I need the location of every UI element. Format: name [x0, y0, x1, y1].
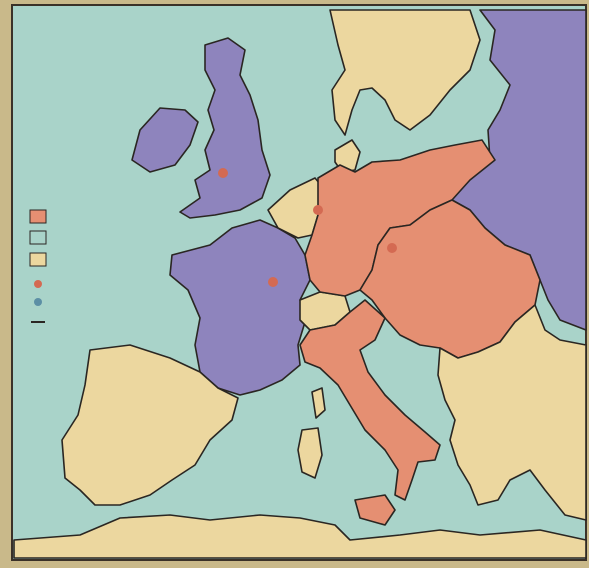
legend-swatch-entente [29, 230, 47, 245]
region-balkans [437, 304, 587, 521]
region-iberia [61, 344, 239, 506]
region-sicily [354, 494, 396, 526]
legend-swatch-neutral [29, 252, 47, 267]
region-scandinavia [329, 9, 481, 136]
region-corsica [311, 387, 326, 419]
region-britain [179, 37, 271, 219]
region-italy [299, 299, 441, 501]
legend-city-icon [34, 298, 42, 306]
legend-swatch-alliance [29, 209, 47, 224]
region-north-africa [13, 514, 587, 559]
capital-paris [268, 277, 278, 287]
capital-vienna [387, 243, 397, 253]
capital-london [218, 168, 228, 178]
region-denmark [334, 139, 361, 173]
region-ireland [131, 107, 199, 173]
legend-capital-icon [34, 280, 42, 288]
capital-berlin [313, 205, 323, 215]
map-legend [29, 209, 47, 323]
region-sardinia [297, 427, 323, 479]
region-france [169, 219, 311, 396]
